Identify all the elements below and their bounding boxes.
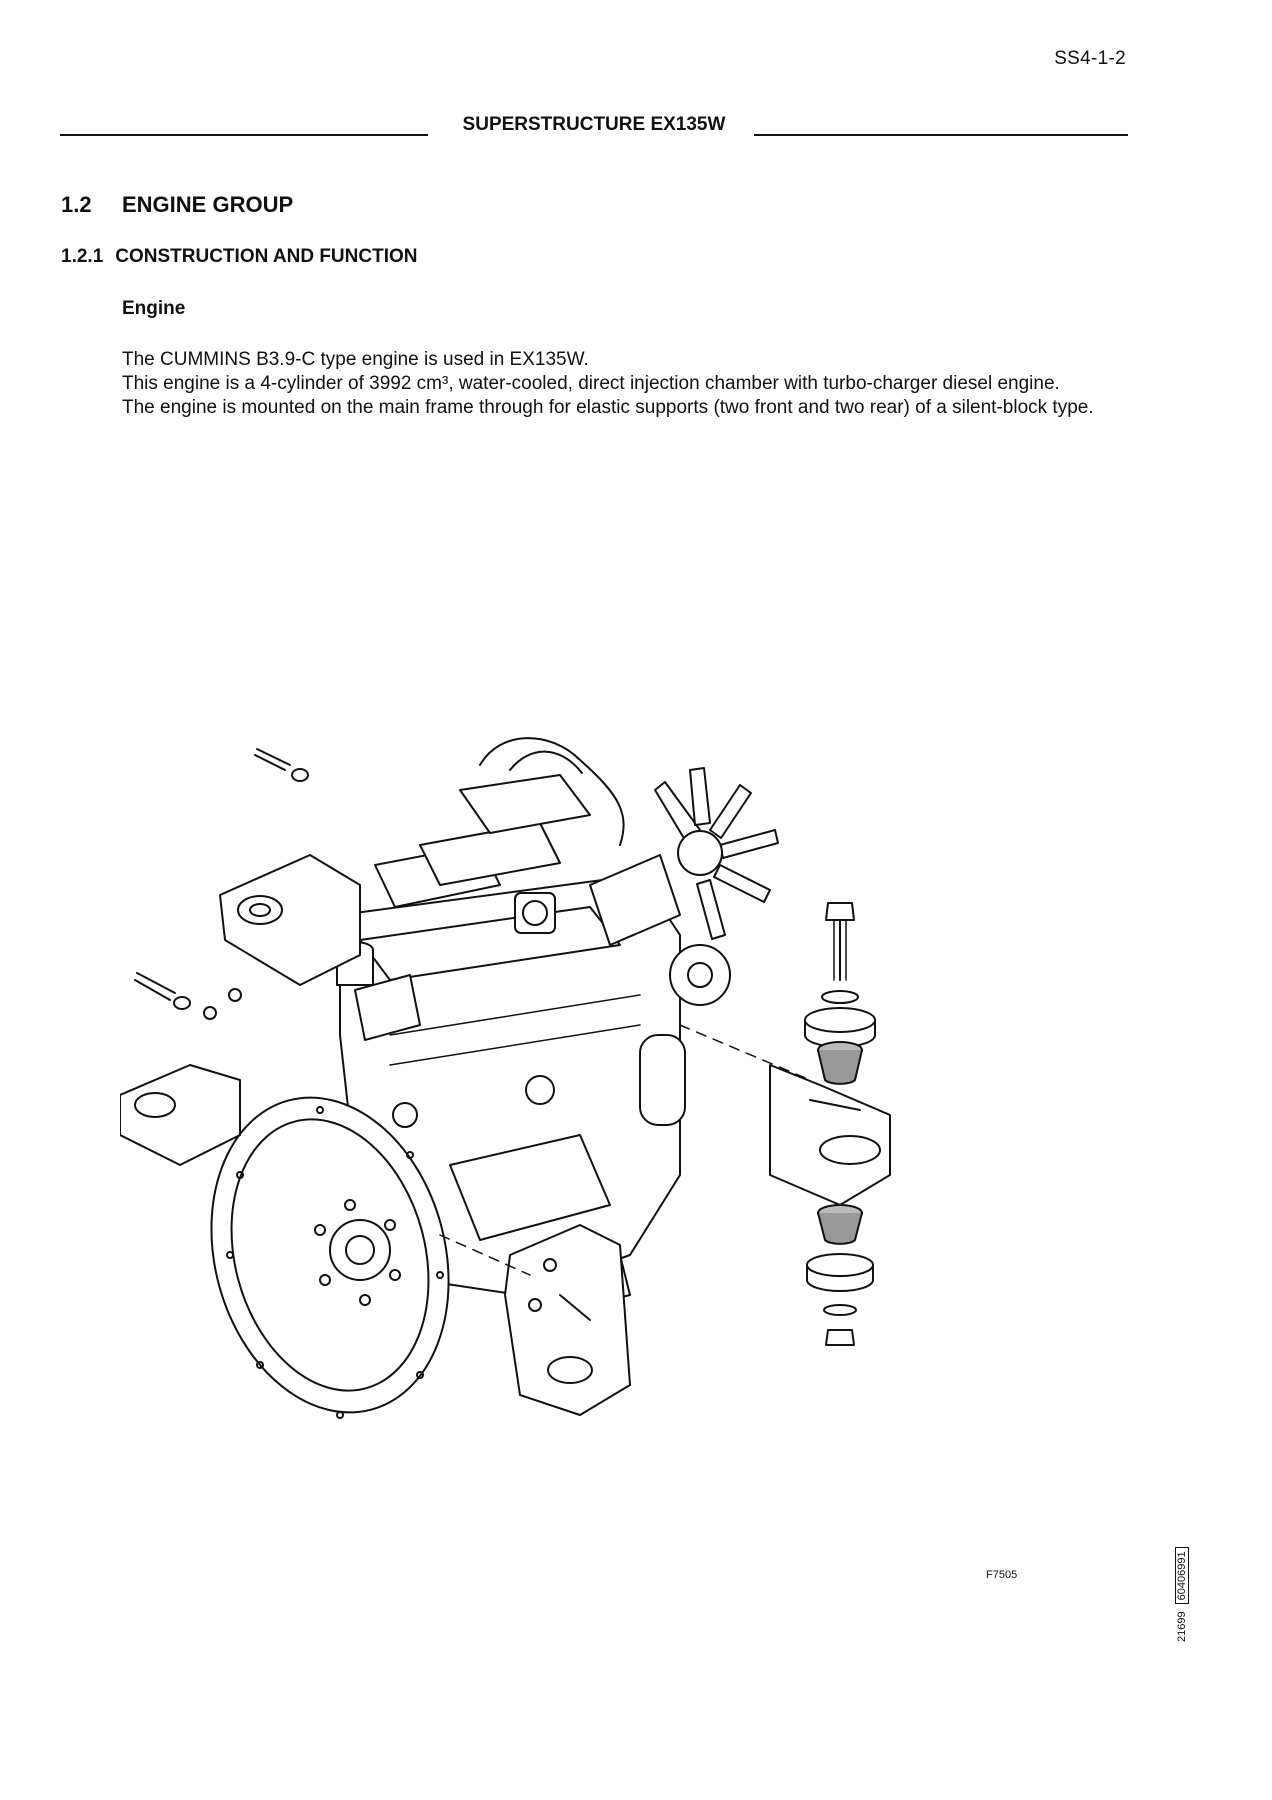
subsection-number: 1.2.1 xyxy=(61,246,104,267)
body-paragraph-3: The engine is mounted on the main frame … xyxy=(122,397,1094,418)
header-title: SUPERSTRUCTURE EX135W xyxy=(462,114,726,135)
side-code-a: 21699 xyxy=(1176,1611,1188,1642)
header-rule-right xyxy=(754,134,1128,136)
header-rule-left xyxy=(60,134,428,136)
front-left-mount-illustration xyxy=(219,748,361,986)
flywheel-housing-illustration xyxy=(210,1096,450,1419)
body-text: The CUMMINS B3.9-C type engine is used i… xyxy=(122,348,1128,420)
subsection-title: CONSTRUCTION AND FUNCTION xyxy=(115,246,418,267)
figure-code: F7505 xyxy=(986,1569,1018,1581)
running-header: SUPERSTRUCTURE EX135W xyxy=(60,114,1128,140)
section-heading: 1.2 ENGINE GROUP xyxy=(61,192,293,218)
engine-exploded-diagram xyxy=(119,735,920,1585)
rear-left-mount-illustration xyxy=(119,972,242,1166)
engine-subheading: Engine xyxy=(122,298,186,319)
subsection-heading: 1.2.1 CONSTRUCTION AND FUNCTION xyxy=(61,246,417,268)
page-number: SS4-1-2 xyxy=(1054,48,1126,69)
cooling-fan-illustration xyxy=(654,767,779,940)
side-reference-codes: 21699 60406991 xyxy=(1175,1547,1189,1642)
body-paragraph-1: The CUMMINS B3.9-C type engine is used i… xyxy=(122,349,589,370)
engine-block-illustration xyxy=(336,737,731,1316)
section-number: 1.2 xyxy=(61,192,92,217)
rear-right-mount-illustration xyxy=(504,1224,631,1416)
side-code-b: 60406991 xyxy=(1175,1547,1189,1605)
silent-block-mount-stack-illustration xyxy=(769,902,891,1346)
body-paragraph-2: This engine is a 4-cylinder of 3992 cm³,… xyxy=(122,373,1060,394)
section-title: ENGINE GROUP xyxy=(122,192,294,217)
alignment-guide-lines xyxy=(439,1024,811,1276)
